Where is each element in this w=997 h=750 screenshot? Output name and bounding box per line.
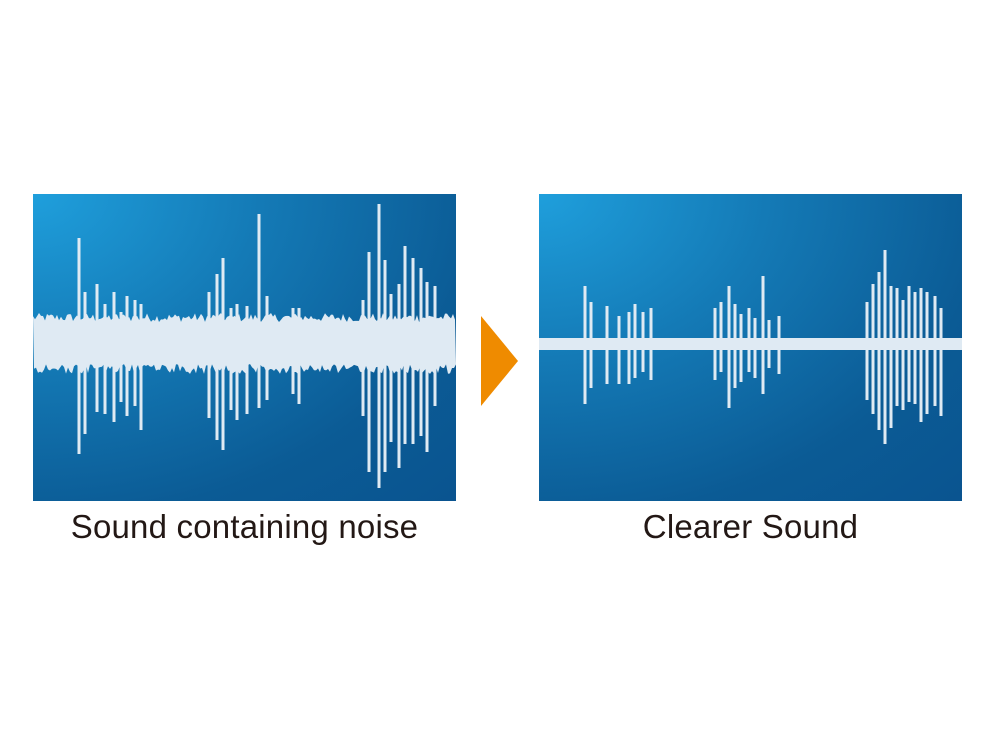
clean-spike — [767, 320, 771, 368]
noisy-spike — [419, 268, 423, 436]
noisy-spike — [103, 304, 107, 414]
noisy-spike — [397, 284, 401, 468]
noisy-spike — [403, 246, 407, 444]
clean-spike — [719, 302, 723, 372]
before-caption: Sound containing noise — [70, 508, 419, 545]
clean-spike — [883, 250, 887, 444]
noisy-spike — [215, 274, 219, 440]
clean-spike — [753, 318, 757, 378]
noisy-spike — [257, 214, 261, 408]
noisy-spike — [112, 292, 116, 422]
clean-spike — [777, 316, 781, 374]
clean-spike — [913, 292, 917, 404]
noisy-spike — [119, 312, 123, 402]
noisy-spike — [125, 296, 129, 416]
noisy-spike — [235, 304, 239, 420]
noisy-waveform-panel — [33, 194, 456, 501]
clean-spike — [641, 312, 645, 372]
clean-spike — [919, 288, 923, 422]
clean-spike — [583, 286, 587, 404]
noisy-spike — [367, 252, 371, 472]
noisy-spike — [433, 286, 437, 406]
clean-spike — [747, 308, 751, 372]
noise-band — [33, 313, 456, 374]
clean-spike — [865, 302, 869, 400]
clean-spike — [733, 304, 737, 388]
clean-spike — [901, 300, 905, 410]
clean-spike — [713, 308, 717, 380]
noisy-spike — [83, 292, 87, 434]
clean-spike — [761, 276, 765, 394]
clean-spike — [871, 284, 875, 414]
noisy-spike — [383, 260, 387, 472]
clean-spike — [617, 316, 621, 384]
after-caption: Clearer Sound — [642, 508, 859, 545]
noisy-spike — [245, 306, 249, 414]
clean-spike — [933, 296, 937, 406]
clean-spike — [627, 312, 631, 384]
noisy-spike — [229, 308, 233, 410]
noisy-spike — [389, 294, 393, 442]
clean-spike — [605, 306, 609, 384]
noisy-spike — [297, 308, 301, 404]
clean-spike — [739, 314, 743, 382]
clean-spike — [589, 302, 593, 388]
noisy-spike — [207, 292, 211, 418]
noisy-waveform — [33, 204, 456, 488]
noisy-spike — [291, 308, 295, 394]
noisy-spike — [377, 204, 381, 488]
clean-spike — [877, 272, 881, 430]
clear-waveform — [539, 250, 962, 444]
clear-waveform-panel — [539, 194, 962, 501]
clean-spike — [633, 304, 637, 378]
clean-spike — [649, 308, 653, 380]
noisy-spike — [265, 296, 269, 400]
clean-spike — [939, 308, 943, 416]
noisy-spike — [77, 238, 81, 454]
noisy-spike — [411, 258, 415, 444]
clean-spike — [889, 286, 893, 428]
noisy-spike — [361, 300, 365, 416]
noisy-spike — [95, 284, 99, 412]
clean-spike — [925, 292, 929, 414]
noisy-spike — [425, 282, 429, 452]
right-triangle-arrow-icon — [481, 316, 518, 406]
noisy-spike — [139, 304, 143, 430]
clean-spike — [895, 288, 899, 406]
noisy-spike — [133, 300, 137, 406]
noisy-spike — [221, 258, 225, 450]
clean-spike — [727, 286, 731, 408]
clean-spike — [907, 286, 911, 402]
